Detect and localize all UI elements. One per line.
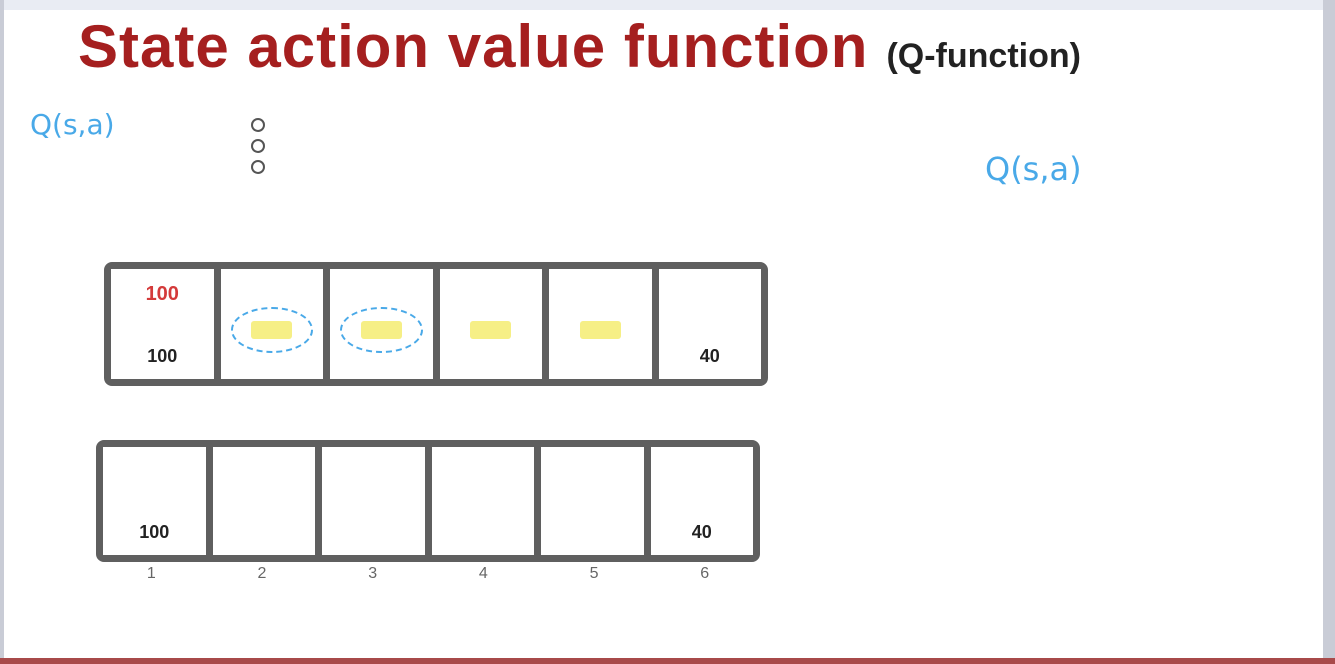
state-index: 6: [700, 565, 710, 582]
state-indices: 1 2 3 4 5 6: [96, 565, 760, 583]
grid-cell: 100: [103, 447, 206, 555]
state-index: 1: [146, 565, 156, 582]
annotation-circle: [340, 307, 423, 353]
grid-cell: 40: [658, 269, 761, 379]
bullet-dot-icon: [251, 118, 265, 132]
state-index: 4: [478, 565, 488, 582]
state-index: 3: [368, 565, 378, 582]
grid-cell: 100 100: [111, 269, 214, 379]
state-index: 2: [257, 565, 267, 582]
grid-cell: [549, 269, 652, 379]
slide-left-edge: [0, 0, 4, 664]
bullet-item: [251, 139, 805, 153]
grid-cell: [220, 269, 323, 379]
cell-value: 40: [691, 522, 712, 542]
cell-value: 100: [139, 522, 170, 542]
reward-grid: 100 100 40: [104, 262, 768, 386]
state-index: 5: [589, 565, 599, 582]
grid-cell: [439, 269, 542, 379]
bullet-list: [245, 118, 805, 174]
cell-highlight: [579, 321, 621, 339]
grid-cell: [330, 269, 433, 379]
q-value-grid: 100 40: [96, 440, 760, 562]
grid-cell: [541, 447, 644, 555]
cell-value: 100: [147, 346, 178, 366]
grid-cell: [431, 447, 534, 555]
bullet-item: [251, 160, 805, 174]
cell-highlight: [360, 321, 402, 339]
grid-cell: 40: [650, 447, 753, 555]
cell-highlight: [251, 321, 293, 339]
handwritten-q-left: Q(s,a): [30, 108, 115, 141]
cell-reward: 100: [145, 283, 179, 305]
slide-title: State action value function: [78, 13, 869, 80]
bullet-dot-icon: [251, 160, 265, 174]
grid-cell: [212, 447, 315, 555]
slide-top-bar: [0, 0, 1335, 10]
grid-cell: [322, 447, 425, 555]
bullet-item: [251, 118, 805, 132]
handwritten-q-right: Q(s,a): [985, 150, 1082, 188]
bullet-dot-icon: [251, 139, 265, 153]
cell-highlight: [470, 321, 512, 339]
slide-subtitle: (Q-function): [886, 37, 1081, 75]
cell-value: 40: [699, 346, 720, 366]
legend: [808, 278, 874, 305]
slide-bottom-bar: [0, 658, 1335, 664]
definition-bullets: [245, 112, 805, 181]
slide-right-edge: [1323, 0, 1335, 664]
title-row: State action value function (Q-function): [78, 12, 1081, 92]
annotation-circle: [230, 307, 313, 353]
